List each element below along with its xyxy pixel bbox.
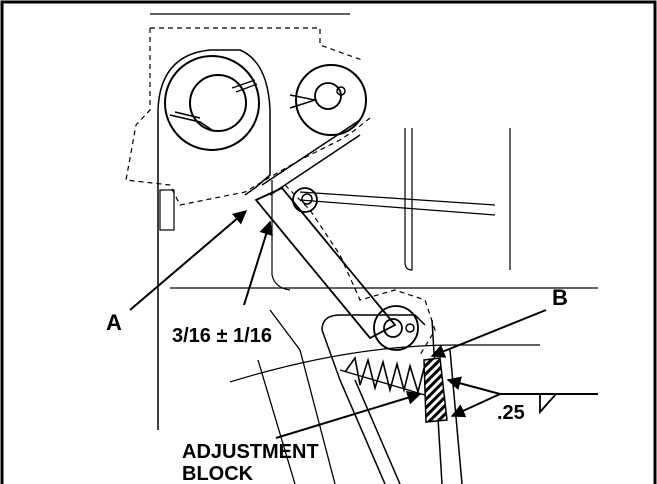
gap-dimension-leader [243,220,273,306]
left-slot [159,189,175,231]
block-label-line1: ADJUSTMENT [182,441,319,463]
block-label-leader [275,390,422,439]
lower-pivot-outer [373,305,419,351]
middle-pin-outer [292,187,318,213]
drum-spring [169,111,213,131]
drum-top-spring [231,79,258,93]
lower-pivot-inner [383,318,403,338]
lower-pivot-pin [405,323,415,333]
main-body-outline [157,49,271,196]
mid-horizontal-1 [299,191,496,206]
dashed-link-outline [284,184,436,356]
upper-lever-arm [261,119,361,196]
adjustment-block [423,357,448,423]
gap-dimension-label: 3/16 ± 1/16 [172,325,272,347]
middle-pin-inner [301,193,313,205]
upper-pivot-outer [295,64,367,136]
weld-leader-upper [446,376,501,395]
right-housing-vertical [404,128,413,271]
upper-pivot-spring [289,94,318,109]
drum-inner [189,74,247,132]
weld-fillet-symbol [539,393,557,415]
upper-pivot-inner [314,82,342,110]
inner-housing-curve [271,180,291,291]
spring-base [339,369,426,396]
drum-outer [164,55,260,151]
label-a-leader [129,210,248,311]
label-b: B [552,285,568,310]
lower-cradle [321,314,426,484]
label-a: A [106,310,122,335]
weld-size-label: .25 [497,402,525,424]
label-b-leader [430,309,547,358]
weld-leader-lower [450,393,501,418]
lower-left-lines [257,309,336,484]
sweep-curve [229,344,540,383]
right-rail-2 [449,349,463,484]
upper-pivot-pin [336,86,346,96]
block-label-line2: BLOCK [182,463,254,484]
mid-horizontal-2 [299,199,496,216]
dashed-housing-outline [125,27,371,206]
